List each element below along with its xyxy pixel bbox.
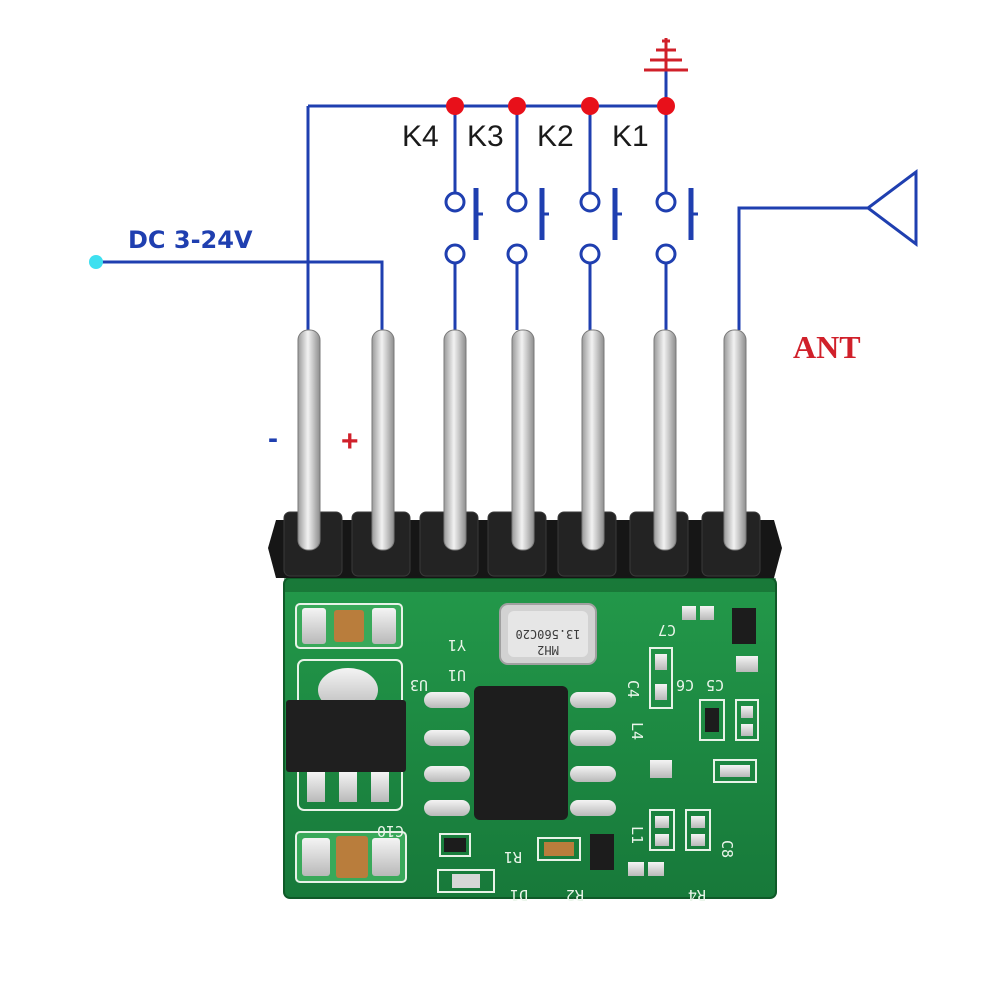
pin-k1 bbox=[653, 329, 677, 551]
pin-plus bbox=[371, 329, 395, 551]
key-label-k4: K4 bbox=[402, 120, 439, 153]
silk-c4: C4 bbox=[624, 680, 642, 698]
junction-node-k2 bbox=[581, 97, 599, 115]
silk-l4: L4 bbox=[628, 722, 646, 740]
voltage-regulator bbox=[286, 603, 407, 883]
switch-k2 bbox=[579, 188, 622, 265]
crystal-oscillator: 13.560C20 MH2 bbox=[499, 603, 597, 665]
supply-label: DC 3-24V bbox=[128, 226, 253, 254]
antenna-label: ANT bbox=[793, 329, 861, 365]
silkscreen-labels: Y1 U1 U3 C4 C5 C6 C7 C8 C10 L1 L4 R1 R2 … bbox=[377, 621, 736, 904]
pin-k4 bbox=[443, 329, 467, 551]
silk-y1: Y1 bbox=[448, 636, 466, 654]
silk-u1: U1 bbox=[448, 666, 466, 684]
silk-u3: U3 bbox=[410, 676, 428, 694]
silk-c8: C8 bbox=[718, 840, 736, 858]
rf-section bbox=[437, 606, 759, 893]
supply-input-dot bbox=[89, 255, 103, 269]
supply-wire bbox=[96, 260, 384, 330]
antenna-wire bbox=[737, 206, 868, 330]
switch-k3 bbox=[506, 188, 549, 265]
junction-node-k4 bbox=[446, 97, 464, 115]
pin-minus bbox=[297, 329, 321, 551]
key-label-k1: K1 bbox=[612, 120, 649, 153]
crystal-marking-line2: MH2 bbox=[537, 643, 559, 657]
key-label-k2: K2 bbox=[537, 120, 574, 153]
junction-node-k1 bbox=[657, 97, 675, 115]
pin-k2 bbox=[581, 329, 605, 551]
antenna-icon bbox=[865, 169, 918, 247]
switch-k4 bbox=[444, 188, 483, 265]
silk-r4: R4 bbox=[688, 886, 706, 904]
wiring-diagram bbox=[96, 70, 868, 330]
ground-icon bbox=[644, 38, 688, 72]
silk-r1: R1 bbox=[504, 848, 522, 866]
silk-c6: C6 bbox=[676, 676, 694, 694]
silk-c7: C7 bbox=[658, 621, 676, 639]
pin-ant bbox=[723, 329, 747, 551]
minus-label: - bbox=[268, 422, 278, 455]
silk-l1: L1 bbox=[628, 826, 646, 844]
silk-r2: R2 bbox=[566, 886, 584, 904]
key-label-k3: K3 bbox=[467, 120, 504, 153]
silk-d1: D1 bbox=[510, 886, 528, 904]
plus-label: + bbox=[341, 425, 359, 458]
junction-node-k3 bbox=[508, 97, 526, 115]
receiver-ic bbox=[424, 686, 616, 820]
switch-k1 bbox=[655, 188, 698, 265]
header-pins bbox=[297, 329, 747, 551]
pin-k3 bbox=[511, 329, 535, 551]
silk-c5: C5 bbox=[706, 676, 724, 694]
silk-c10: C10 bbox=[377, 822, 404, 840]
crystal-marking-line1: 13.560C20 bbox=[515, 627, 580, 641]
